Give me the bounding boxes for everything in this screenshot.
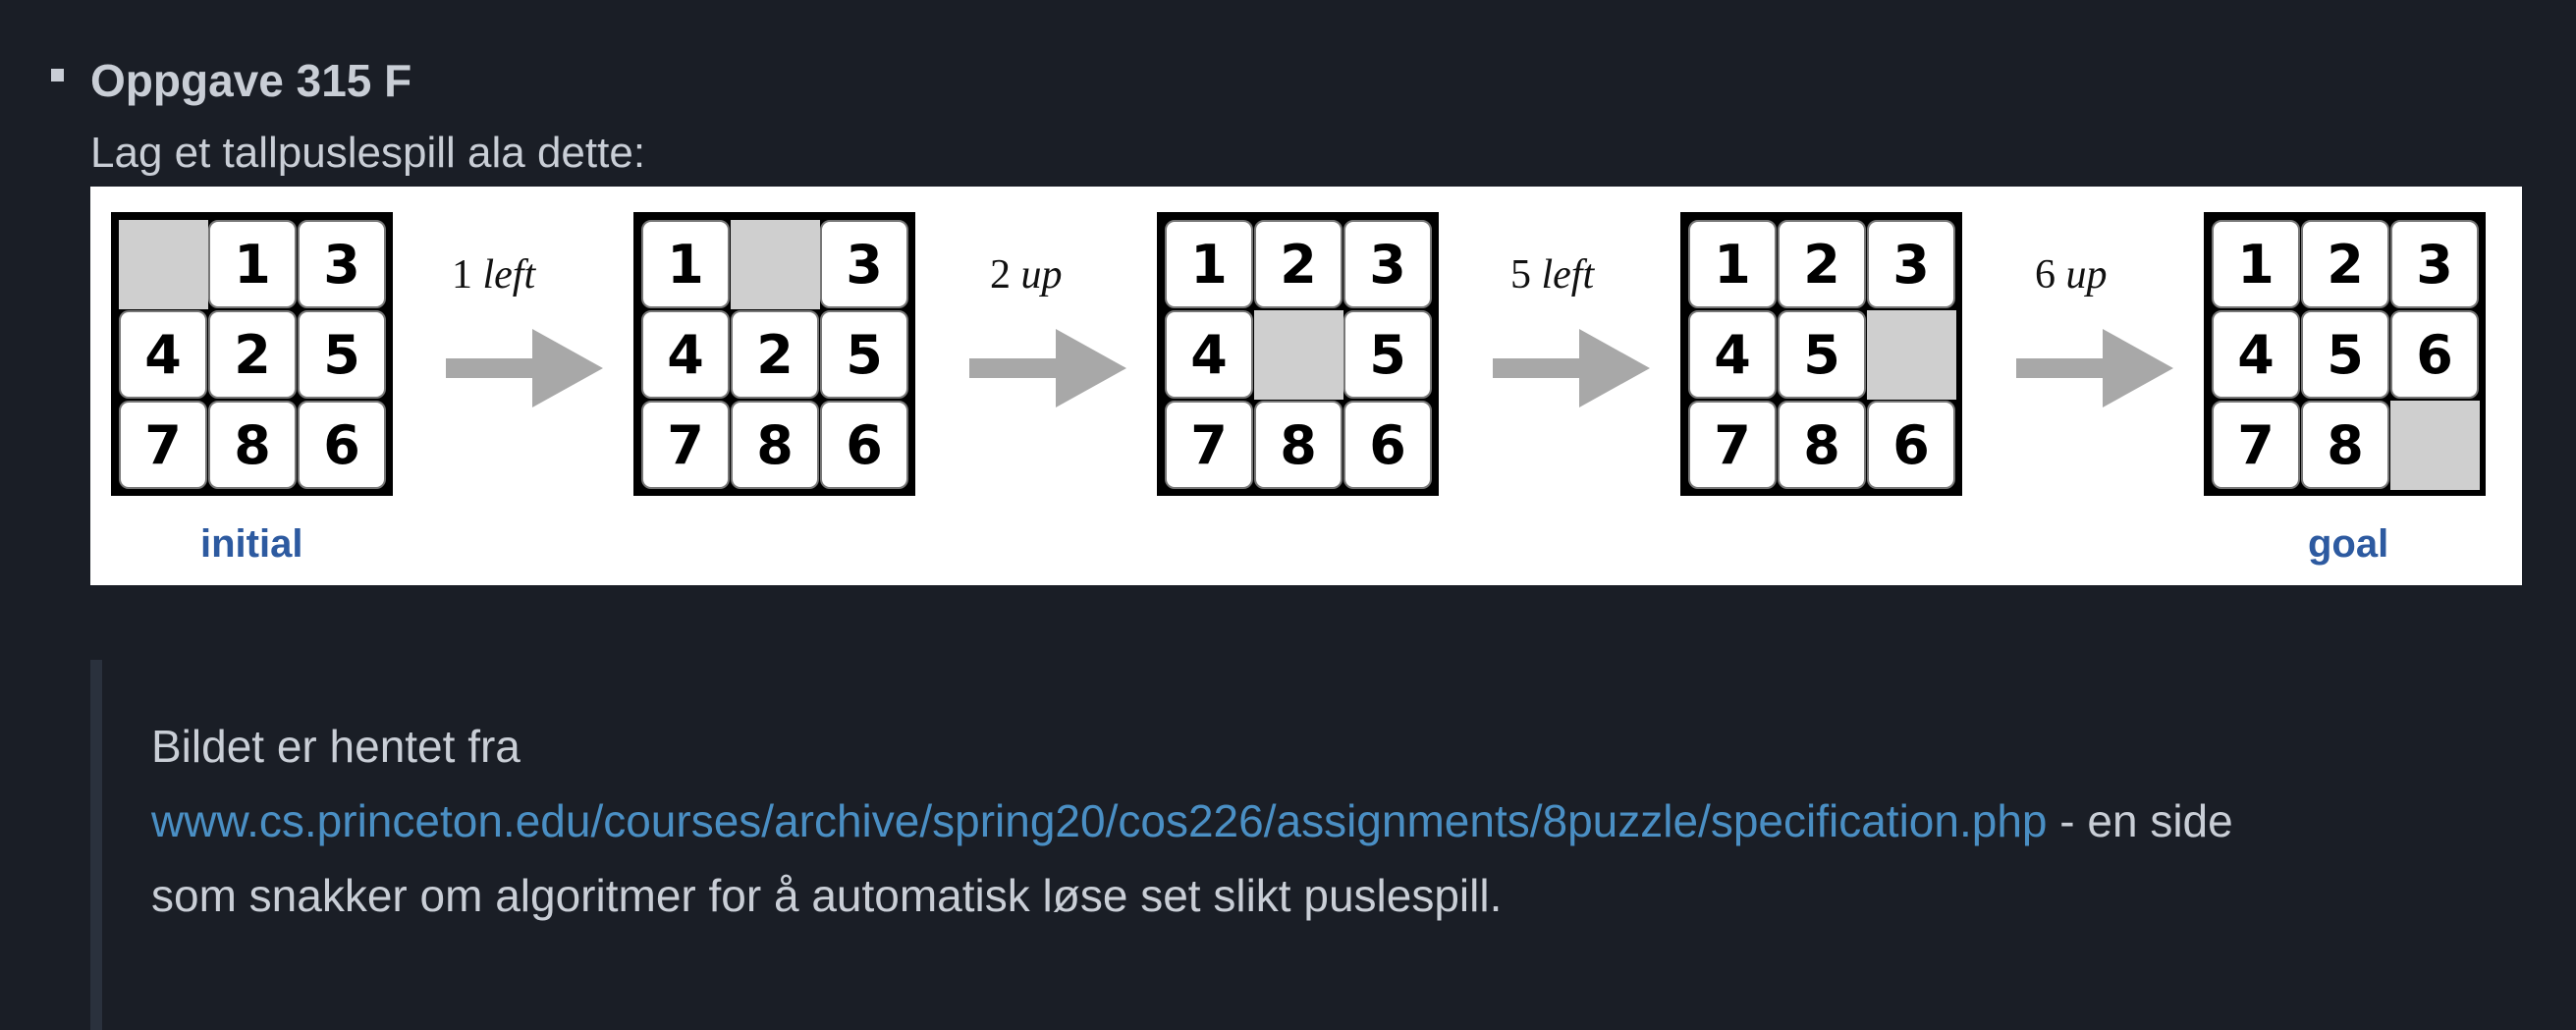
move-direction: left <box>1541 252 1595 298</box>
puzzle-board-step-2: 1 2 3 4 5 7 8 6 <box>1157 212 1439 496</box>
puzzle-tile: 8 <box>731 401 819 489</box>
puzzle-tile: 8 <box>208 401 297 489</box>
move-tile: 2 <box>990 252 1011 298</box>
puzzle-tile: 1 <box>208 220 297 308</box>
puzzle-tile: 5 <box>2301 310 2389 399</box>
puzzle-tile: 6 <box>298 401 386 489</box>
blockquote-text: Bildet er hentet fra www.cs.princeton.ed… <box>151 709 2508 933</box>
puzzle-board-step-1: 1 3 4 2 5 7 8 6 <box>633 212 915 496</box>
blank-cell <box>119 220 208 309</box>
blockquote-bar <box>90 660 102 1030</box>
blank-cell <box>2390 401 2480 490</box>
puzzle-tile: 5 <box>820 310 908 399</box>
move-tile: 1 <box>452 252 472 298</box>
right-arrow-icon <box>969 329 1126 407</box>
puzzle-tile: 6 <box>2390 310 2479 399</box>
puzzle-tile: 2 <box>208 310 297 399</box>
puzzle-board-goal: 1 2 3 4 5 6 7 8 <box>2204 212 2486 496</box>
puzzle-tile: 1 <box>1688 220 1777 308</box>
puzzle-tile: 6 <box>820 401 908 489</box>
puzzle-tile: 1 <box>641 220 730 308</box>
move-direction: left <box>482 252 536 298</box>
puzzle-tile: 3 <box>1343 220 1432 308</box>
caption-goal: goal <box>2308 522 2389 566</box>
move-label-4: 6 up <box>2035 251 2108 298</box>
puzzle-tile: 8 <box>1778 401 1866 489</box>
puzzle-tile: 4 <box>2212 310 2300 399</box>
puzzle-tile: 8 <box>2301 401 2389 489</box>
puzzle-tile: 3 <box>298 220 386 308</box>
move-label-1: 1 left <box>452 251 535 298</box>
move-direction: up <box>2065 252 2108 298</box>
source-description: som snakker om algoritmer for å automati… <box>151 870 1503 921</box>
caption-initial: initial <box>200 522 303 566</box>
puzzle-tile: 4 <box>641 310 730 399</box>
puzzle-tile: 2 <box>731 310 819 399</box>
right-arrow-icon <box>1493 329 1650 407</box>
puzzle-tile: 6 <box>1343 401 1432 489</box>
list-bullet <box>51 69 64 81</box>
blockquote: Bildet er hentet fra www.cs.princeton.ed… <box>90 660 2522 1030</box>
source-intro: Bildet er hentet fra <box>151 721 521 772</box>
puzzle-tile: 7 <box>1688 401 1777 489</box>
puzzle-tile: 6 <box>1867 401 1955 489</box>
puzzle-tile: 2 <box>1254 220 1343 308</box>
move-label-3: 5 left <box>1510 251 1594 298</box>
puzzle-tile: 7 <box>1165 401 1253 489</box>
puzzle-board-initial: 1 3 4 2 5 7 8 6 <box>111 212 393 496</box>
move-label-2: 2 up <box>990 251 1063 298</box>
puzzle-tile: 5 <box>1343 310 1432 399</box>
source-after-link: - en side <box>2047 795 2233 846</box>
right-arrow-icon <box>2016 329 2173 407</box>
puzzle-tile: 1 <box>2212 220 2300 308</box>
puzzle-tile: 1 <box>1165 220 1253 308</box>
puzzle-tile: 3 <box>2390 220 2479 308</box>
puzzle-tile: 5 <box>1778 310 1866 399</box>
puzzle-board-step-3: 1 2 3 4 5 7 8 6 <box>1680 212 1962 496</box>
blank-cell <box>1254 310 1343 400</box>
puzzle-tile: 3 <box>820 220 908 308</box>
puzzle-tile: 4 <box>119 310 207 399</box>
blank-cell <box>1867 310 1956 400</box>
blank-cell <box>731 220 820 309</box>
move-tile: 5 <box>1510 252 1531 298</box>
puzzle-tile: 2 <box>1778 220 1866 308</box>
task-description: Lag et tallpuslespill ala dette: <box>90 129 646 177</box>
puzzle-tile: 3 <box>1867 220 1955 308</box>
puzzle-tile: 8 <box>1254 401 1343 489</box>
puzzle-tile: 7 <box>641 401 730 489</box>
puzzle-tile: 2 <box>2301 220 2389 308</box>
puzzle-tile: 7 <box>2212 401 2300 489</box>
puzzle-figure: 1 3 4 2 5 7 8 6 1 3 4 2 5 7 8 6 1 2 3 4 … <box>90 187 2522 585</box>
puzzle-tile: 5 <box>298 310 386 399</box>
right-arrow-icon <box>446 329 603 407</box>
task-title: Oppgave 315 F <box>90 55 412 106</box>
puzzle-tile: 4 <box>1688 310 1777 399</box>
move-tile: 6 <box>2035 252 2055 298</box>
puzzle-tile: 4 <box>1165 310 1253 399</box>
source-link[interactable]: www.cs.princeton.edu/courses/archive/spr… <box>151 795 2048 846</box>
puzzle-tile: 7 <box>119 401 207 489</box>
move-direction: up <box>1020 252 1063 298</box>
